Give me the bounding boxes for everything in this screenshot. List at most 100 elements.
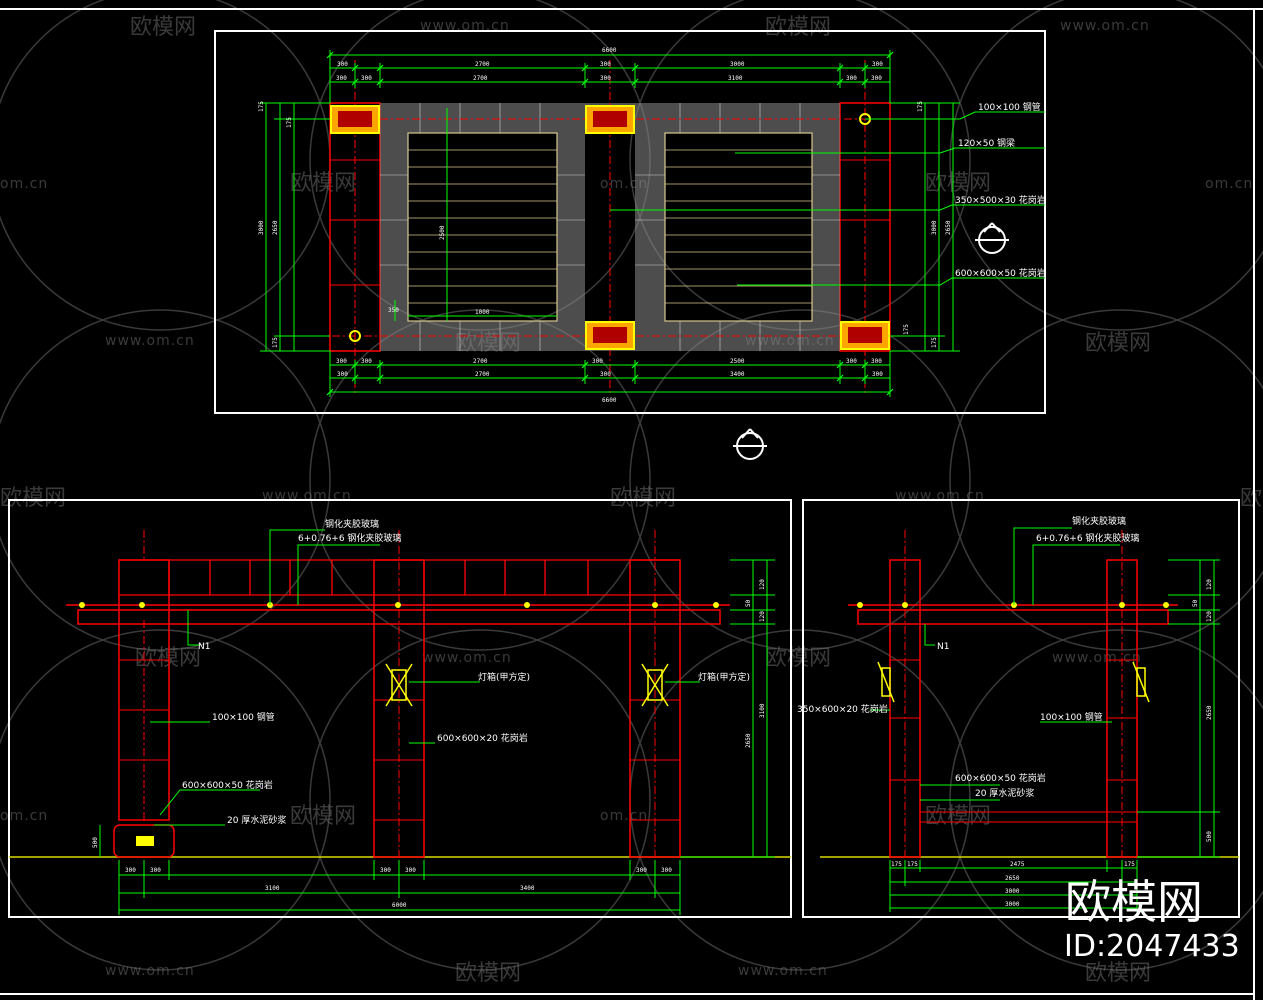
- plan-view-frame: [214, 30, 1046, 414]
- watermark-url: om.cn: [0, 176, 48, 192]
- front-column-joints: [119, 530, 680, 870]
- watermark-url: om.cn: [1205, 176, 1253, 192]
- plan-dim-top-sub: 2700: [473, 75, 488, 82]
- plan-deck-left: [407, 132, 558, 322]
- plan-dim-right: 175: [917, 101, 924, 112]
- side-dim-right: 50: [1192, 599, 1199, 607]
- side-dim-row: 2650: [1005, 875, 1020, 882]
- watermark-text: 欧模网: [610, 486, 676, 511]
- side-beam: [857, 609, 1169, 625]
- watermark-text: 欧模网: [135, 646, 201, 671]
- plan-dimension-ticks: [326, 51, 894, 396]
- watermark-url: www.om.cn: [1060, 18, 1150, 34]
- sheet-frames: [0, 8, 1263, 1000]
- plan-deck-right: [664, 132, 813, 322]
- plan-label-granite-350: 350×500×30 花岗岩: [955, 194, 1046, 206]
- watermark-url: www.om.cn: [738, 963, 828, 979]
- front-clamps: [79, 602, 719, 608]
- plan-dim-bottom: 300: [337, 371, 348, 378]
- watermark-url: www.om.cn: [262, 488, 352, 504]
- side-dimension-lines: [870, 527, 1220, 912]
- side-label-n1: N1: [937, 642, 949, 652]
- plan-dim-top-sub: 3100: [728, 75, 743, 82]
- watermark-url: www.om.cn: [895, 488, 985, 504]
- front-label-mortar: 20 厚水泥砂浆: [227, 814, 286, 826]
- plan-label-steel-beam: 120×50 钢梁: [958, 137, 1015, 149]
- watermark-text: 欧模网: [0, 486, 66, 511]
- side-lamp-boxes: [877, 661, 1150, 703]
- watermark-text: 欧模网: [1085, 961, 1151, 986]
- plan-dim-top: 300: [600, 61, 611, 68]
- side-clamps: [857, 602, 1169, 608]
- plan-dim-top-sub: 300: [336, 75, 347, 82]
- watermark-url: om.cn: [600, 808, 648, 824]
- plan-dim-bottom: 3400: [730, 371, 745, 378]
- plan-dim-left: 175: [286, 117, 293, 128]
- watermark-url: om.cn: [0, 808, 48, 824]
- watermark-url: www.om.cn: [105, 963, 195, 979]
- watermark-text: 欧模网: [290, 171, 356, 196]
- plan-dim-bottom: 2700: [475, 371, 490, 378]
- side-dim-right: 120: [1206, 611, 1213, 622]
- front-dim-base: 300: [380, 867, 391, 874]
- plan-dim-top-sub: 300: [361, 75, 372, 82]
- plan-dim-top: 2700: [475, 61, 490, 68]
- side-label-steel-tube: 100×100 钢管: [1040, 711, 1103, 723]
- side-dim-base: 2475: [1010, 861, 1025, 868]
- plan-dim-left: 175: [272, 337, 279, 348]
- side-dim-right: 500: [1206, 831, 1213, 842]
- plan-dim-bottom-sub: 300: [336, 358, 347, 365]
- front-label-lamp: 灯箱(甲方定): [698, 671, 750, 683]
- plan-label-steel-tube: 100×100 钢管: [978, 101, 1041, 113]
- section-symbol-icon: [975, 222, 1009, 254]
- front-dim-right: 120: [759, 579, 766, 590]
- front-dim-overall: 6000: [392, 902, 407, 909]
- watermark-text: 欧模网: [455, 961, 521, 986]
- plan-dim-inner: 2500: [439, 225, 446, 240]
- front-dim-left: 500: [92, 837, 99, 848]
- plan-view: 6600 300 2700 300 3000 300 300 300 2700 …: [258, 47, 1046, 460]
- watermark-url: www.om.cn: [105, 333, 195, 349]
- front-label-glass-note: 钢化夹胶玻璃: [325, 518, 379, 530]
- watermark-url: www.om.cn: [422, 650, 512, 666]
- front-label-lamp: 灯箱(甲方定): [478, 671, 530, 683]
- watermark-url: www.om.cn: [1052, 650, 1142, 666]
- front-dim-base: 300: [405, 867, 416, 874]
- side-elevation: 钢化夹胶玻璃 6+0.76+6 钢化夹胶玻璃 N1 350×600×20 花岗岩…: [797, 515, 1239, 912]
- side-elevation-frame: [802, 499, 1240, 918]
- front-label-glass-spec: 6+0.76+6 钢化夹胶玻璃: [298, 532, 401, 544]
- front-dim-right: 50: [745, 599, 752, 607]
- watermark-text: 欧模网: [1240, 486, 1263, 511]
- plan-dim-top: 3000: [730, 61, 745, 68]
- plan-dim-top: 300: [337, 61, 348, 68]
- brand-logo-text: 欧模网: [1065, 875, 1203, 929]
- front-dim-span: 3100: [265, 885, 280, 892]
- plan-dim-bottom-sub: 300: [846, 358, 857, 365]
- front-footing-plate: [136, 836, 154, 846]
- plan-dim-overall-bottom: 6600: [602, 397, 617, 404]
- section-symbol-icon: [733, 428, 767, 460]
- side-column-joints: [890, 530, 1137, 870]
- plan-dim-inner: 1000: [475, 309, 490, 316]
- front-glass-canopy: [119, 559, 680, 596]
- front-dim-right: 120: [759, 611, 766, 622]
- plan-dim-top-sub: 300: [871, 75, 882, 82]
- front-dim-base: 300: [661, 867, 672, 874]
- watermark-text: 欧模网: [1085, 331, 1151, 356]
- front-dimension-lines: [99, 529, 775, 915]
- plan-dim-top-sub: 300: [846, 75, 857, 82]
- side-dim-row: 3000: [1005, 888, 1020, 895]
- plan-paving-joints: [380, 103, 840, 351]
- plan-dim-bottom-sub: 2700: [473, 358, 488, 365]
- front-dim-base: 300: [636, 867, 647, 874]
- plan-column-bases: [330, 105, 890, 350]
- watermark-text: 欧模网: [765, 646, 831, 671]
- plan-dim-bottom-sub: 300: [361, 358, 372, 365]
- front-label-n1: N1: [198, 642, 210, 652]
- front-lamp-boxes: [385, 663, 669, 707]
- front-elevation-frame: [8, 499, 792, 918]
- side-dim-row: 3000: [1005, 901, 1020, 908]
- front-dim-right: 2650: [745, 733, 752, 748]
- side-label-mortar: 20 厚水泥砂浆: [975, 787, 1034, 799]
